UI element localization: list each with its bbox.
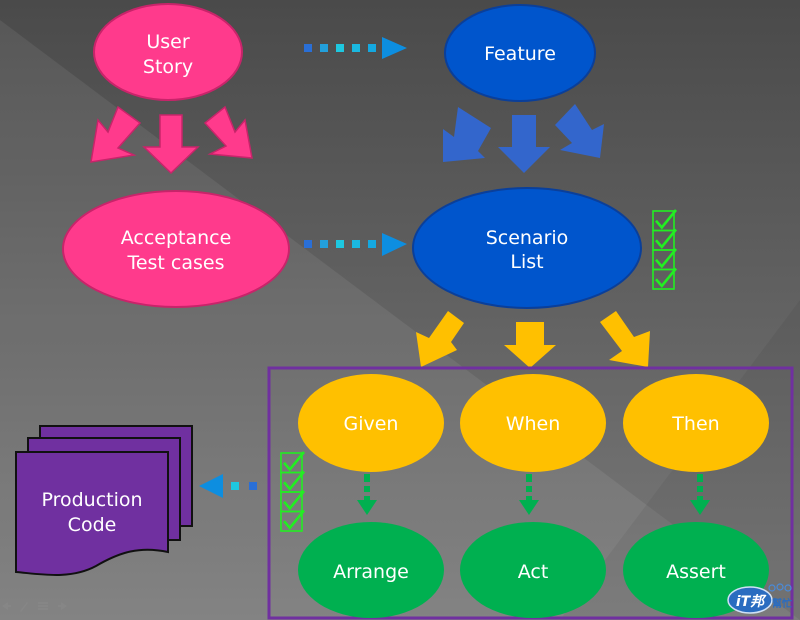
dotted-arrow-when-to-act bbox=[519, 474, 539, 515]
gwt-checklist bbox=[280, 451, 306, 532]
scenario-label-1: Scenario bbox=[486, 227, 569, 249]
yellow-arrow-left bbox=[416, 311, 464, 367]
pink-arrow-down bbox=[142, 114, 200, 175]
acceptance-label-2: Test cases bbox=[126, 252, 224, 274]
user-story-node[interactable]: User Story bbox=[93, 3, 243, 101]
given-label: Given bbox=[344, 413, 399, 435]
scenario-list-node[interactable]: Scenario List bbox=[412, 187, 642, 309]
document-front bbox=[15, 451, 169, 576]
pink-arrow-right bbox=[203, 105, 253, 159]
yellow-arrow-down bbox=[504, 322, 556, 368]
checkmark-icon bbox=[655, 228, 678, 250]
watermark-sub: 幫忙 bbox=[772, 597, 792, 610]
then-label: Then bbox=[671, 413, 719, 435]
blue-arrow-down bbox=[498, 115, 550, 173]
background-diagonal-panel bbox=[0, 20, 800, 620]
feature-node[interactable]: Feature bbox=[444, 4, 596, 102]
dotted-arrow-then-to-assert bbox=[690, 474, 710, 515]
scenario-label-2: List bbox=[510, 251, 543, 273]
checkbox bbox=[280, 510, 303, 532]
back-icon[interactable] bbox=[2, 602, 11, 610]
checkmark-icon bbox=[655, 267, 678, 289]
acceptance-label-1: Acceptance bbox=[121, 227, 232, 249]
dotted-arrow-acceptance-to-scenario bbox=[304, 233, 407, 256]
pink-arrow-left bbox=[90, 105, 142, 163]
production-code-label-2: Code bbox=[68, 514, 117, 536]
blue-arrow-right bbox=[555, 104, 604, 158]
checkmark-icon bbox=[655, 209, 678, 230]
watermark-brand: iT邦 bbox=[736, 593, 767, 610]
ithome-watermark-logo: iT邦 幫忙 bbox=[727, 583, 792, 614]
user-story-label-1: User bbox=[146, 31, 189, 53]
people-icon bbox=[768, 583, 792, 592]
user-story-label-2: Story bbox=[143, 56, 193, 78]
checkmark-icon bbox=[283, 451, 306, 472]
forward-icon[interactable] bbox=[58, 602, 67, 610]
blue-arrow-left bbox=[443, 107, 491, 162]
given-node[interactable]: Given bbox=[298, 374, 444, 472]
checkmark-icon bbox=[283, 509, 306, 531]
yellow-arrow-right bbox=[600, 311, 650, 367]
gwt-container-box bbox=[267, 366, 794, 620]
checkmark-icon bbox=[283, 470, 306, 492]
assert-label: Assert bbox=[666, 561, 726, 583]
production-code-label-1: Production bbox=[41, 489, 142, 511]
arrange-node[interactable]: Arrange bbox=[298, 522, 444, 618]
pink-split-arrows bbox=[90, 105, 253, 175]
checkmark-icon bbox=[655, 248, 678, 269]
when-label: When bbox=[506, 413, 561, 435]
dotted-arrow-to-production-code bbox=[199, 474, 257, 498]
blue-split-arrows bbox=[443, 104, 604, 173]
feature-label: Feature bbox=[484, 43, 556, 65]
scenario-checklist bbox=[652, 209, 678, 290]
dotted-arrow-given-to-arrange bbox=[357, 474, 377, 515]
dotted-arrow-story-to-feature bbox=[304, 37, 407, 59]
then-node[interactable]: Then bbox=[623, 374, 769, 472]
checkmark-icon bbox=[283, 490, 306, 511]
yellow-split-arrows bbox=[416, 311, 650, 368]
pen-icon[interactable] bbox=[20, 602, 28, 612]
menu-icon[interactable] bbox=[38, 602, 48, 610]
when-node[interactable]: When bbox=[460, 374, 606, 472]
act-label: Act bbox=[518, 561, 549, 583]
act-node[interactable]: Act bbox=[460, 522, 606, 618]
checkbox bbox=[652, 268, 675, 290]
arrange-label: Arrange bbox=[333, 561, 409, 583]
acceptance-test-cases-node[interactable]: Acceptance Test cases bbox=[62, 190, 290, 308]
slideshow-toolbar bbox=[2, 602, 67, 612]
production-code-node[interactable]: Production Code bbox=[15, 425, 193, 576]
